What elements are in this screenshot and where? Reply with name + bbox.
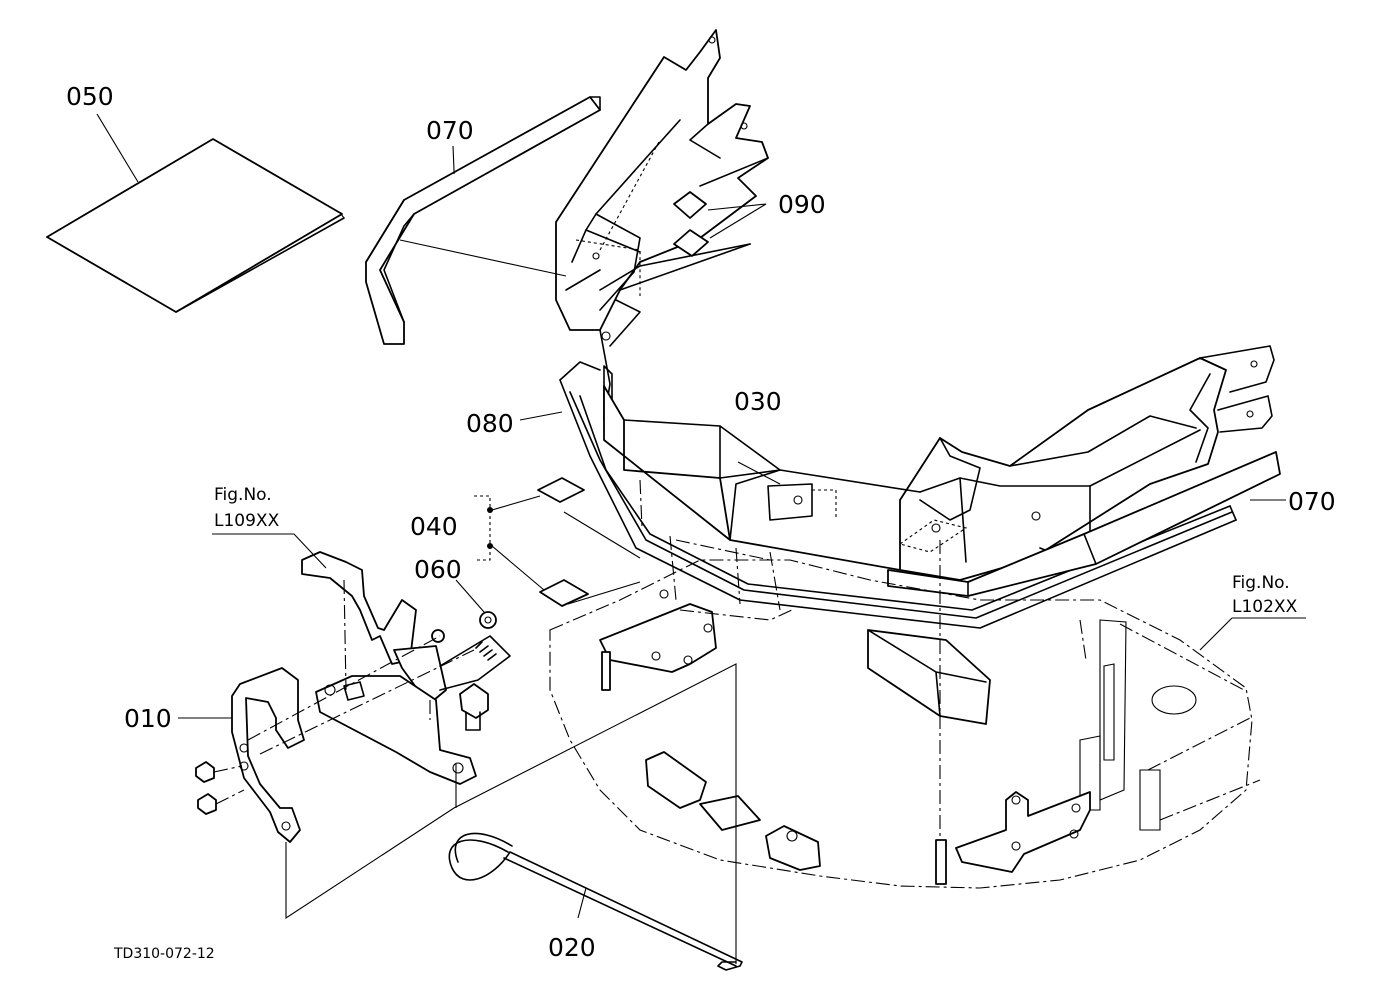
- part-090-pads: [673, 191, 709, 257]
- label-070-upper: 070: [426, 116, 474, 145]
- part-070-upper-strip: [365, 96, 601, 345]
- part-050-mat: [46, 138, 345, 313]
- drawing-code: TD310-072-12: [113, 946, 215, 962]
- part-030-frame: [603, 345, 1275, 581]
- fig-ref-right-code: L102XX: [1232, 597, 1298, 617]
- part-010-lever-assembly: [195, 551, 511, 843]
- part-labels: 050 070 090 030 080 070 040 060 010 020 …: [66, 82, 1336, 962]
- label-050: 050: [66, 82, 114, 111]
- part-070-lower-strip: [887, 451, 1281, 597]
- label-090: 090: [778, 190, 826, 219]
- fig-ref-right-caption: Fig.No.: [1232, 573, 1290, 593]
- leader-lines: [96, 113, 1306, 964]
- seat-base-platform: [549, 479, 1261, 889]
- label-020: 020: [548, 933, 596, 962]
- part-020-rod: [448, 832, 743, 971]
- label-060: 060: [414, 555, 462, 584]
- label-040: 040: [410, 512, 458, 541]
- part-040-pads: [537, 477, 589, 607]
- label-080: 080: [466, 409, 514, 438]
- fig-ref-left-code: L109XX: [214, 511, 280, 531]
- label-030: 030: [734, 387, 782, 416]
- label-010: 010: [124, 704, 172, 733]
- fig-ref-left-caption: Fig.No.: [214, 485, 272, 505]
- label-070-lower: 070: [1288, 487, 1336, 516]
